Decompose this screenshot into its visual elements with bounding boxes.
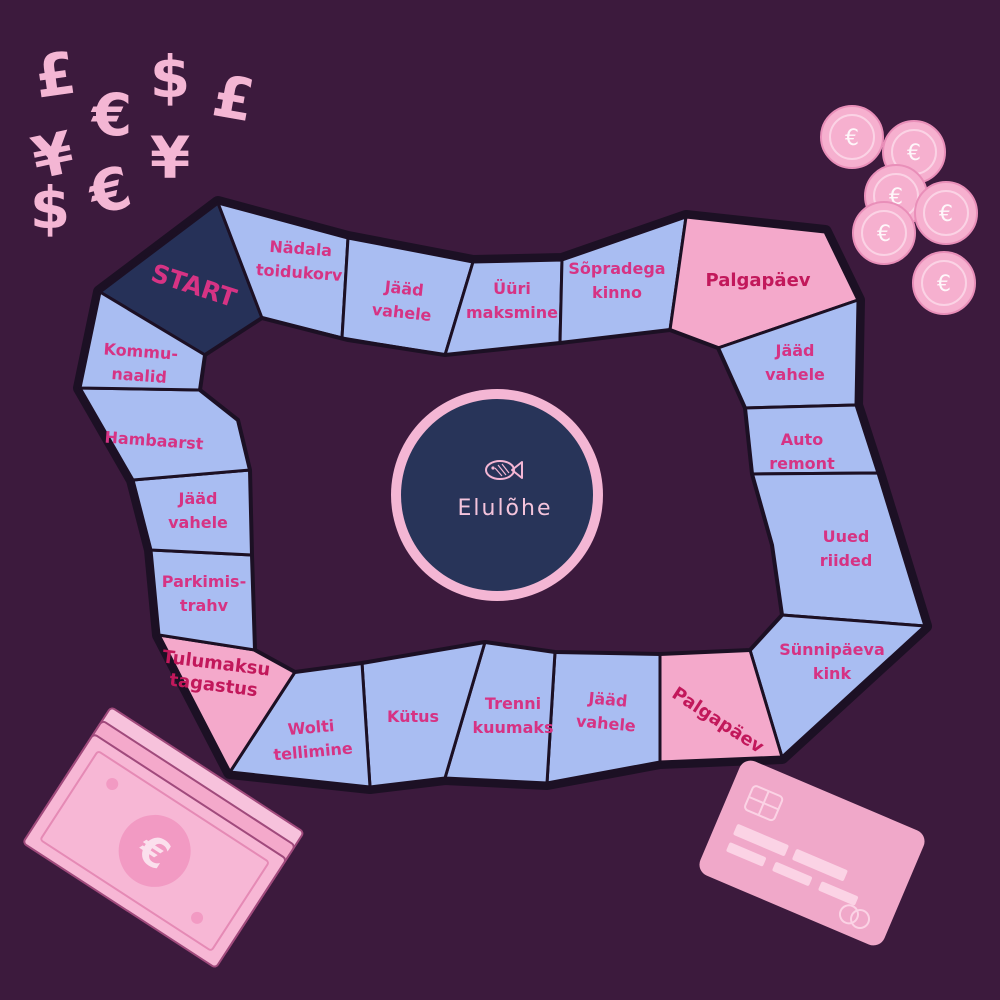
- banknotes-decor: €: [23, 707, 304, 968]
- space-label: Palgapäev: [705, 270, 810, 291]
- currency-symbol-icon: £: [31, 39, 80, 112]
- credit-card-decor: [699, 760, 925, 946]
- coin-icon: €: [820, 105, 884, 169]
- svg-text:€: €: [907, 141, 921, 166]
- center-disc: [401, 399, 593, 591]
- coins-decor: €€€€€€: [820, 105, 978, 315]
- currency-symbol-icon: $: [30, 174, 70, 242]
- board-space: Woltitellimine: [228, 661, 372, 789]
- svg-text:€: €: [877, 222, 891, 247]
- board-space: Jäädvahele: [340, 236, 475, 357]
- currency-symbol-icon: $: [150, 43, 190, 111]
- game-title: Elulõhe: [457, 496, 552, 521]
- currency-symbol-icon: €: [80, 153, 138, 229]
- board-space: Palgapäev: [658, 648, 784, 764]
- currency-symbol-icon: £: [208, 61, 260, 135]
- svg-text:€: €: [937, 272, 951, 297]
- banknote-medallion: [118, 814, 191, 887]
- svg-text:€: €: [939, 202, 953, 227]
- svg-text:€: €: [845, 126, 859, 151]
- center-emblem: Elulõhe: [391, 389, 603, 601]
- coin-icon: €: [852, 201, 916, 265]
- currency-symbol-icon: ¥: [150, 124, 190, 192]
- space-label: Parkimis-trahv: [162, 572, 246, 615]
- space-label: Kütus: [387, 707, 439, 726]
- coin-icon: €: [914, 181, 978, 245]
- board-space: Jäädvahele: [545, 650, 662, 785]
- board-space: Hambaarst: [78, 386, 252, 482]
- currency-symbols-decor: £€$£¥¥$€: [26, 39, 259, 242]
- board-space: Nädalatoidukorv: [216, 201, 350, 340]
- fish-icon: [485, 460, 523, 480]
- board-space: Kütus: [360, 640, 487, 789]
- currency-symbol-icon: €: [90, 81, 132, 149]
- coin-icon: €: [912, 251, 976, 315]
- board-space: Kommu-naalid: [78, 290, 207, 392]
- board-space: Parkimis-trahv: [149, 548, 257, 652]
- board-space: Tulumaksutagastus: [157, 633, 297, 774]
